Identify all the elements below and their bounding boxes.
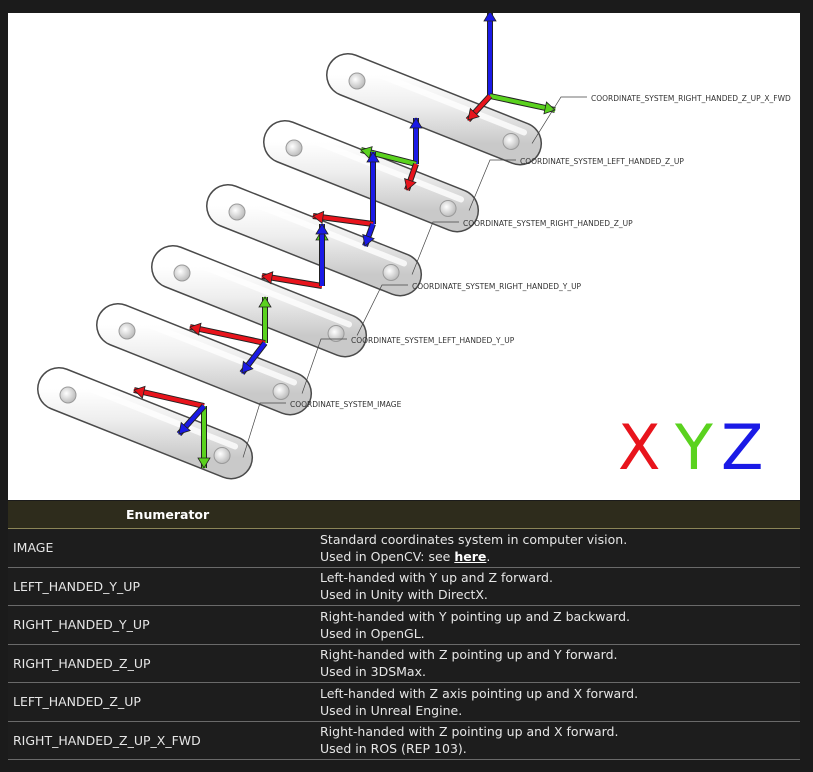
enum-description: Left-handed with Z axis pointing up and … [315, 682, 800, 722]
right-lens [439, 199, 457, 217]
table-row: RIGHT_HANDED_Z_UP Right-handed with Z po… [8, 644, 800, 683]
label-leader-line [531, 96, 587, 144]
xyz-z-letter: Z [721, 411, 763, 484]
description-text: . [486, 548, 491, 564]
enum-description: Right-handed with Z pointing up and X fo… [315, 721, 800, 760]
axis-arrowhead [362, 233, 375, 247]
description-line: Used in Unreal Engine. [320, 702, 463, 718]
opencv-here-link[interactable]: here [454, 548, 487, 564]
description-line: Used in OpenCV: see here. [320, 548, 795, 565]
description-line: Used in 3DSMax. [320, 664, 426, 680]
axis-arrowhead [178, 421, 191, 435]
description-line: Left-handed with Y up and Z forward. [320, 570, 553, 586]
axis-arrowhead [366, 151, 380, 163]
axis-arrowhead [404, 177, 417, 191]
camera-body [152, 246, 366, 356]
enumerator-table-wrapper: Enumerator IMAGE Standard coordinates sy… [8, 501, 800, 760]
axis-line [133, 388, 205, 408]
table-row: RIGHT_HANDED_Z_UP_X_FWD Right-handed wit… [8, 721, 800, 760]
label-leader-line [468, 159, 516, 211]
camera-highlight [229, 192, 408, 267]
description-column-header [315, 501, 800, 529]
enum-name: IMAGE [8, 528, 315, 568]
enumerator-table: Enumerator IMAGE Standard coordinates sy… [8, 501, 800, 760]
axis-arrowhead [258, 296, 272, 308]
camera-highlight [349, 61, 528, 136]
description-line: Standard coordinates system in computer … [320, 531, 628, 547]
enum-description: Left-handed with Y up and Z forward. Use… [315, 567, 800, 606]
right-lens [272, 382, 290, 400]
axis-arrowhead [241, 360, 254, 374]
description-line: Used in ROS (REP 103). [320, 741, 467, 757]
description-line: Used in Unity with DirectX. [320, 587, 488, 603]
description-text: Used in OpenCV: see [320, 548, 455, 564]
axis-arrowhead [467, 107, 480, 121]
description-line: Right-handed with Z pointing up and Y fo… [320, 647, 618, 663]
camera-6 [37, 367, 254, 480]
table-row: IMAGE Standard coordinates system in com… [8, 528, 800, 568]
label-leader-line [242, 402, 286, 458]
left-lens [59, 386, 77, 404]
coordinate-system-label: COORDINATE_SYSTEM_IMAGE [290, 400, 402, 409]
enum-name: LEFT_HANDED_Z_UP [8, 682, 315, 722]
description-line: Left-handed with Z axis pointing up and … [320, 685, 639, 701]
table-header-row: Enumerator [8, 501, 800, 529]
left-lens [118, 322, 136, 340]
enum-description: Right-handed with Z pointing up and Y fo… [315, 644, 800, 683]
axis-arrowhead [261, 271, 274, 285]
coordinate-system-label: COORDINATE_SYSTEM_LEFT_HANDED_Y_UP [351, 336, 515, 345]
enum-description: Standard coordinates system in computer … [315, 528, 800, 568]
axis-arrowhead [312, 210, 325, 225]
table-row: LEFT_HANDED_Y_UP Left-handed with Y up a… [8, 567, 800, 606]
label-leader-line [301, 338, 347, 394]
axis-arrowhead [133, 385, 146, 399]
left-lens [173, 264, 191, 282]
camera-highlight [119, 311, 298, 386]
axis-line [489, 94, 556, 112]
left-lens [285, 139, 303, 157]
coordinate-system-label: COORDINATE_SYSTEM_LEFT_HANDED_Z_UP [520, 157, 684, 166]
right-lens [502, 132, 520, 150]
axis-arrowhead [483, 13, 497, 22]
camera-body [207, 185, 421, 295]
right-lens [213, 446, 231, 464]
label-leader-line [411, 221, 459, 275]
camera-3 [206, 151, 423, 297]
right-lens [382, 263, 400, 281]
left-lens [348, 72, 366, 90]
enum-description: Right-handed with Y pointing up and Z ba… [315, 605, 800, 645]
camera-4 [151, 223, 368, 358]
right-lens [327, 324, 345, 342]
axis-line [189, 325, 266, 345]
description-line: Used in OpenGL. [320, 625, 425, 641]
axis-arrowhead [409, 117, 423, 129]
description-line: Right-handed with Z pointing up and X fo… [320, 724, 619, 740]
xyz-x-letter: X [618, 411, 660, 484]
coordinate-systems-diagram: COORDINATE_SYSTEM_RIGHT_HANDED_Z_UP_X_FW… [37, 13, 791, 484]
camera-5 [96, 296, 313, 416]
camera-body [327, 54, 541, 164]
axis-arrowhead [315, 223, 329, 235]
table-row: LEFT_HANDED_Z_UP Left-handed with Z axis… [8, 682, 800, 722]
xyz-y-letter: Y [674, 411, 713, 484]
description-line: Right-handed with Y pointing up and Z ba… [320, 608, 631, 624]
camera-1 [326, 13, 556, 166]
coordinate-system-label: COORDINATE_SYSTEM_RIGHT_HANDED_Y_UP [412, 282, 582, 291]
table-row: RIGHT_HANDED_Y_UP Right-handed with Y po… [8, 605, 800, 645]
label-leader-line [356, 284, 408, 336]
enum-name: RIGHT_HANDED_Z_UP_X_FWD [8, 721, 315, 760]
enum-name: LEFT_HANDED_Y_UP [8, 567, 315, 606]
camera-highlight [174, 253, 353, 328]
camera-body [97, 304, 311, 414]
enum-name: RIGHT_HANDED_Y_UP [8, 605, 315, 645]
enum-name: RIGHT_HANDED_Z_UP [8, 644, 315, 683]
axis-arrowhead [197, 457, 211, 469]
coordinate-systems-figure: COORDINATE_SYSTEM_RIGHT_HANDED_Z_UP_X_FW… [8, 13, 800, 500]
axis-arrowhead [189, 322, 202, 336]
left-lens [228, 203, 246, 221]
enumerator-column-header: Enumerator [8, 501, 315, 529]
coordinate-system-label: COORDINATE_SYSTEM_RIGHT_HANDED_Z_UP_X_FW… [591, 94, 791, 103]
coordinate-system-label: COORDINATE_SYSTEM_RIGHT_HANDED_Z_UP [463, 219, 633, 228]
